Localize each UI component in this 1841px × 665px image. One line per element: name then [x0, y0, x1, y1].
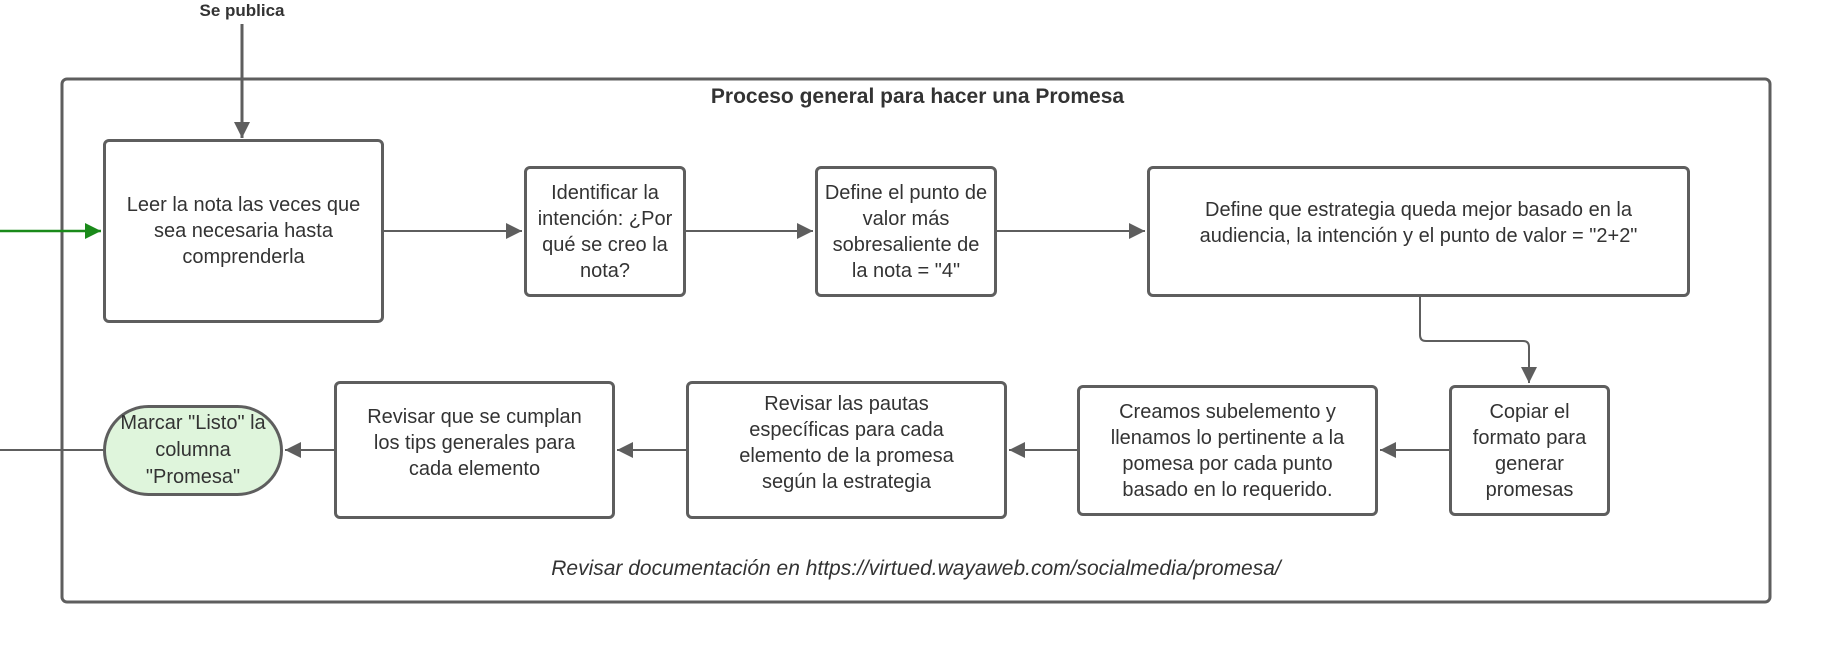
step-review-general-tips[interactable]: Revisar que se cumplan los tips generale… [334, 381, 615, 519]
container-title: Proceso general para hacer una Promesa [0, 85, 1841, 109]
step-read-note[interactable]: Leer la nota las veces que sea necesaria… [103, 139, 384, 323]
step-mark-done-terminal[interactable]: Marcar "Listo" la columna "Promesa" [103, 405, 283, 496]
entry-label: Se publica [142, 1, 342, 21]
container-title-text: Proceso general para hacer una Promesa [710, 85, 1125, 108]
step-create-subelement[interactable]: Creamos subelemento y llenamos lo pertin… [1077, 385, 1378, 516]
documentation-note: Revisar documentación en https://virtued… [551, 557, 1281, 580]
arrow-4-5 [1419, 297, 1537, 383]
process-container [60, 77, 1772, 604]
step-define-strategy[interactable]: Define que estrategia queda mejor basado… [1147, 166, 1690, 297]
step-review-specific-guidelines[interactable]: Revisar las pautas específicas para cada… [686, 381, 1007, 519]
step-define-value-point[interactable]: Define el punto de valor más sobresalien… [815, 166, 997, 297]
step-copy-format[interactable]: Copiar el formato para generar promesas [1449, 385, 1610, 516]
step-identify-intention[interactable]: Identificar la intención: ¿Por qué se cr… [524, 166, 686, 297]
